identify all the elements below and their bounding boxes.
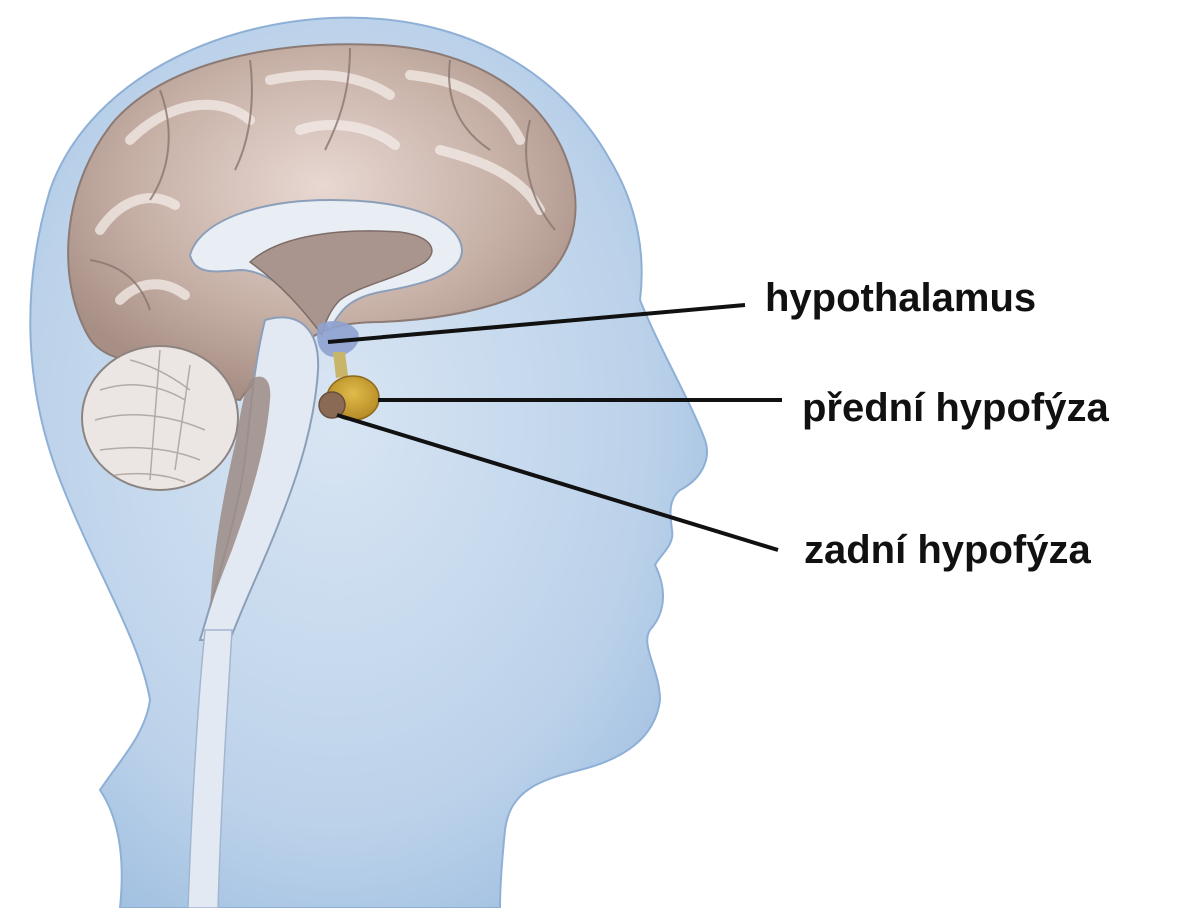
label-posterior-pituitary: zadní hypofýza <box>804 530 1091 570</box>
posterior-pituitary <box>319 392 345 418</box>
label-anterior-pituitary: přední hypofýza <box>802 388 1109 428</box>
cerebellum <box>82 346 238 490</box>
label-hypothalamus: hypothalamus <box>765 278 1036 318</box>
